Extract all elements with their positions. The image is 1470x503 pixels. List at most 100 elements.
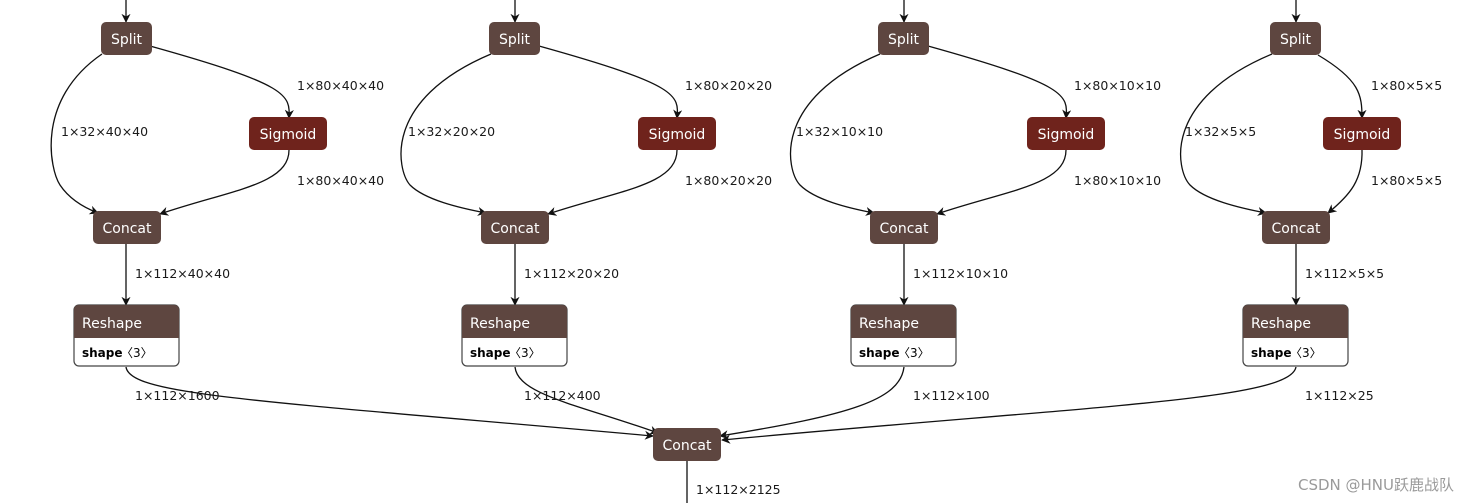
reshape-attr-name: shape: [859, 346, 900, 360]
split-node-label: Split: [888, 32, 920, 48]
concat-node-label: Concat: [103, 221, 152, 237]
split-node-box: [878, 22, 929, 55]
sigmoid-node-box: [1323, 117, 1401, 150]
edge-split-sigmoid: [538, 45, 683, 119]
concat-node[interactable]: Concat: [870, 211, 938, 244]
edge-split-sigmoid: [1317, 54, 1367, 119]
edge-reshape-finalconcat: [721, 366, 1297, 444]
branch-0: Split Sigmoid Concat Reshape shape 〈3〉 1…: [50, 0, 654, 440]
branch-2: Split Sigmoid Concat Reshape shape 〈3〉 1…: [719, 0, 1161, 440]
edge-label-reshape-out: 1×112×100: [913, 388, 990, 403]
edge-split-concat: [789, 53, 881, 216]
reshape-node-header: [74, 305, 179, 338]
concat-node[interactable]: Concat: [93, 211, 161, 244]
sigmoid-node-box: [249, 117, 327, 150]
edge-sigmoid-concat: [936, 148, 1067, 216]
edge-label-reshape-out: 1×112×25: [1305, 388, 1374, 403]
reshape-node[interactable]: Reshape shape 〈3〉: [461, 304, 568, 367]
edge-label-sigmoid-concat: 1×80×40×40: [297, 173, 384, 188]
sigmoid-node-label: Sigmoid: [1334, 127, 1391, 143]
split-node[interactable]: Split: [101, 22, 152, 55]
edge-sigmoid-concat: [547, 148, 678, 216]
reshape-node[interactable]: Reshape shape 〈3〉: [1242, 304, 1349, 367]
edge-reshape-finalconcat: [514, 366, 659, 435]
edge-label-concat-reshape: 1×112×5×5: [1305, 266, 1384, 281]
sigmoid-node-box: [1027, 117, 1105, 150]
sigmoid-node[interactable]: Sigmoid: [638, 117, 716, 150]
edge-label-concat-reshape: 1×112×40×40: [135, 266, 230, 281]
edge-sigmoid-concat: [1327, 148, 1363, 214]
reshape-attr-value: 〈3〉: [509, 346, 541, 360]
edge-label-split-sigmoid: 1×80×20×20: [685, 78, 772, 93]
reshape-node-label: Reshape: [859, 316, 919, 332]
sigmoid-node[interactable]: Sigmoid: [1323, 117, 1401, 150]
branch-3: Split Sigmoid Concat Reshape shape 〈3〉 1…: [721, 0, 1442, 444]
final-concat-node-label: Concat: [663, 438, 712, 454]
split-node[interactable]: Split: [1270, 22, 1321, 55]
edge-label-split-concat: 1×32×5×5: [1185, 124, 1256, 139]
edge-split-concat: [50, 53, 103, 215]
branch-1: Split Sigmoid Concat Reshape shape 〈3〉 1…: [400, 0, 772, 435]
reshape-node-label: Reshape: [1251, 316, 1311, 332]
reshape-node-label: Reshape: [470, 316, 530, 332]
edge-label-sigmoid-concat: 1×80×10×10: [1074, 173, 1161, 188]
concat-node-label: Concat: [491, 221, 540, 237]
edge-reshape-finalconcat: [719, 366, 905, 440]
concat-node-label: Concat: [880, 221, 929, 237]
edge-label-concat-reshape: 1×112×20×20: [524, 266, 619, 281]
sigmoid-node-label: Sigmoid: [260, 127, 317, 143]
edge-label-split-concat: 1×32×20×20: [408, 124, 495, 139]
reshape-node-header: [851, 305, 956, 338]
edge-split-concat: [1179, 53, 1273, 216]
concat-node[interactable]: Concat: [481, 211, 549, 244]
edge-sigmoid-concat: [159, 148, 290, 216]
reshape-attr-value: 〈3〉: [1290, 346, 1322, 360]
split-node-label: Split: [111, 32, 143, 48]
edge-label-sigmoid-concat: 1×80×5×5: [1371, 173, 1442, 188]
split-node-box: [489, 22, 540, 55]
edge-reshape-finalconcat: [125, 366, 654, 440]
reshape-attr-name: shape: [82, 346, 123, 360]
edge-label-split-concat: 1×32×10×10: [796, 124, 883, 139]
split-node-label: Split: [1280, 32, 1312, 48]
edge-label-reshape-out: 1×112×400: [524, 388, 601, 403]
split-node-label: Split: [499, 32, 531, 48]
concat-node-box: [870, 211, 938, 244]
edge-split-sigmoid: [927, 45, 1072, 119]
concat-node-label: Concat: [1272, 221, 1321, 237]
concat-node-box: [481, 211, 549, 244]
final-concat-node[interactable]: Concat: [653, 428, 721, 461]
reshape-attr-value: 〈3〉: [121, 346, 153, 360]
reshape-node[interactable]: Reshape shape 〈3〉: [73, 304, 180, 367]
edge-label-reshape-out: 1×112×1600: [135, 388, 220, 403]
split-node[interactable]: Split: [489, 22, 540, 55]
reshape-node-header: [1243, 305, 1348, 338]
concat-node[interactable]: Concat: [1262, 211, 1330, 244]
reshape-attr-name: shape: [1251, 346, 1292, 360]
edge-label-split-sigmoid: 1×80×40×40: [297, 78, 384, 93]
watermark: CSDN @HNU跃鹿战队: [1297, 476, 1454, 494]
reshape-attr-name: shape: [470, 346, 511, 360]
reshape-node[interactable]: Reshape shape 〈3〉: [850, 304, 957, 367]
edge-split-sigmoid: [149, 45, 294, 119]
sigmoid-node-label: Sigmoid: [1038, 127, 1095, 143]
edge-label-split-sigmoid: 1×80×10×10: [1074, 78, 1161, 93]
sigmoid-node-label: Sigmoid: [649, 127, 706, 143]
split-node-box: [1270, 22, 1321, 55]
edge-label-concat-reshape: 1×112×10×10: [913, 266, 1008, 281]
reshape-node-header: [462, 305, 567, 338]
reshape-node-label: Reshape: [82, 316, 142, 332]
edge-label-final-output: 1×112×2125: [696, 482, 781, 497]
sigmoid-node[interactable]: Sigmoid: [1027, 117, 1105, 150]
concat-node-box: [93, 211, 161, 244]
edge-split-concat: [400, 53, 492, 216]
concat-node-box: [1262, 211, 1330, 244]
sigmoid-node-box: [638, 117, 716, 150]
split-node-box: [101, 22, 152, 55]
sigmoid-node[interactable]: Sigmoid: [249, 117, 327, 150]
edge-label-sigmoid-concat: 1×80×20×20: [685, 173, 772, 188]
edge-label-split-sigmoid: 1×80×5×5: [1371, 78, 1442, 93]
final-concat-node-box: [653, 428, 721, 461]
split-node[interactable]: Split: [878, 22, 929, 55]
